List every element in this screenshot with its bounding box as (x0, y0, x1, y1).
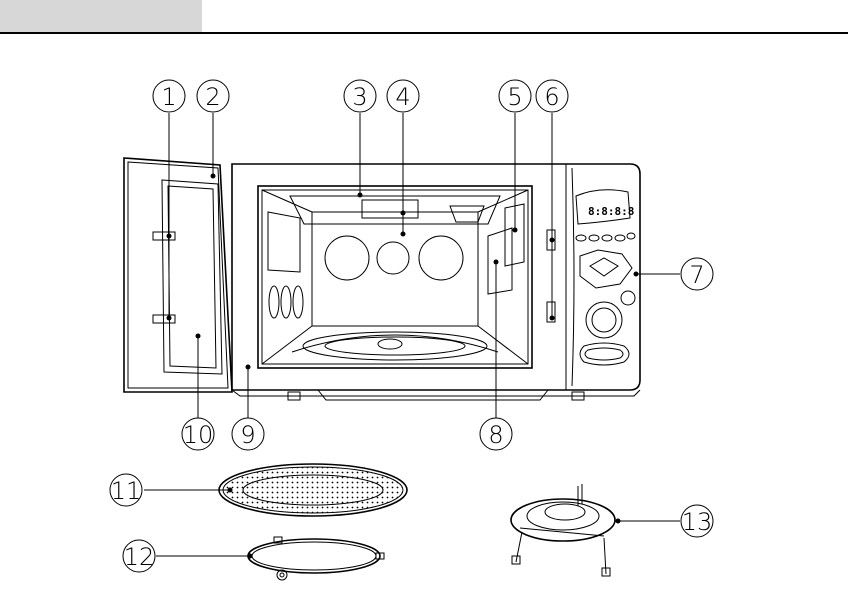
display-readout: 8:8:8:8 (588, 205, 634, 218)
callout-4-label: 4 (395, 83, 410, 111)
cabinet (232, 164, 640, 400)
callout-6: 6 (536, 80, 568, 112)
wire-rack (511, 484, 615, 576)
callout-5: 5 (499, 80, 531, 112)
callout-12-label: 12 (124, 543, 155, 571)
panel-button-4 (615, 235, 625, 241)
callout-3: 3 (344, 80, 376, 112)
callout-7-label: 7 (689, 261, 704, 289)
callout-2-label: 2 (205, 83, 220, 111)
callout-8: 8 (480, 418, 512, 450)
start-button (621, 291, 635, 305)
panel-button-2 (589, 235, 599, 241)
callout-9-label: 9 (240, 421, 255, 449)
door (124, 158, 232, 392)
callout-13-label: 13 (682, 508, 713, 536)
panel-button-1 (576, 235, 586, 241)
door-latch-lower (153, 315, 175, 323)
panel-button-5 (627, 233, 635, 239)
callout-3-label: 3 (352, 83, 367, 111)
panel-button-3 (602, 235, 612, 241)
callout-11-label: 11 (111, 477, 142, 505)
waveguide-cover (488, 228, 512, 294)
callout-10-label: 10 (183, 421, 214, 449)
keypad-cluster (580, 250, 632, 288)
roller-ring (248, 537, 384, 580)
control-panel: 8:8:8:8 (576, 190, 635, 365)
callout-5-label: 5 (507, 83, 522, 111)
door-latch-upper (153, 232, 175, 240)
callout-4: 4 (387, 80, 419, 112)
callout-1-label: 1 (161, 83, 176, 111)
glass-tray (219, 464, 407, 516)
callout-11: 11 (110, 474, 142, 506)
control-dial (586, 302, 622, 338)
door-release-button (580, 343, 629, 365)
callout-13: 13 (681, 505, 713, 537)
callout-12: 12 (123, 540, 155, 572)
callout-8-label: 8 (488, 421, 503, 449)
callout-2: 2 (197, 80, 229, 112)
callout-7: 7 (681, 258, 713, 290)
callout-10: 10 (182, 418, 214, 450)
callout-6-label: 6 (544, 83, 559, 111)
left-vent-panel (268, 212, 300, 272)
callout-9: 9 (232, 418, 264, 450)
callout-1: 1 (153, 80, 185, 112)
